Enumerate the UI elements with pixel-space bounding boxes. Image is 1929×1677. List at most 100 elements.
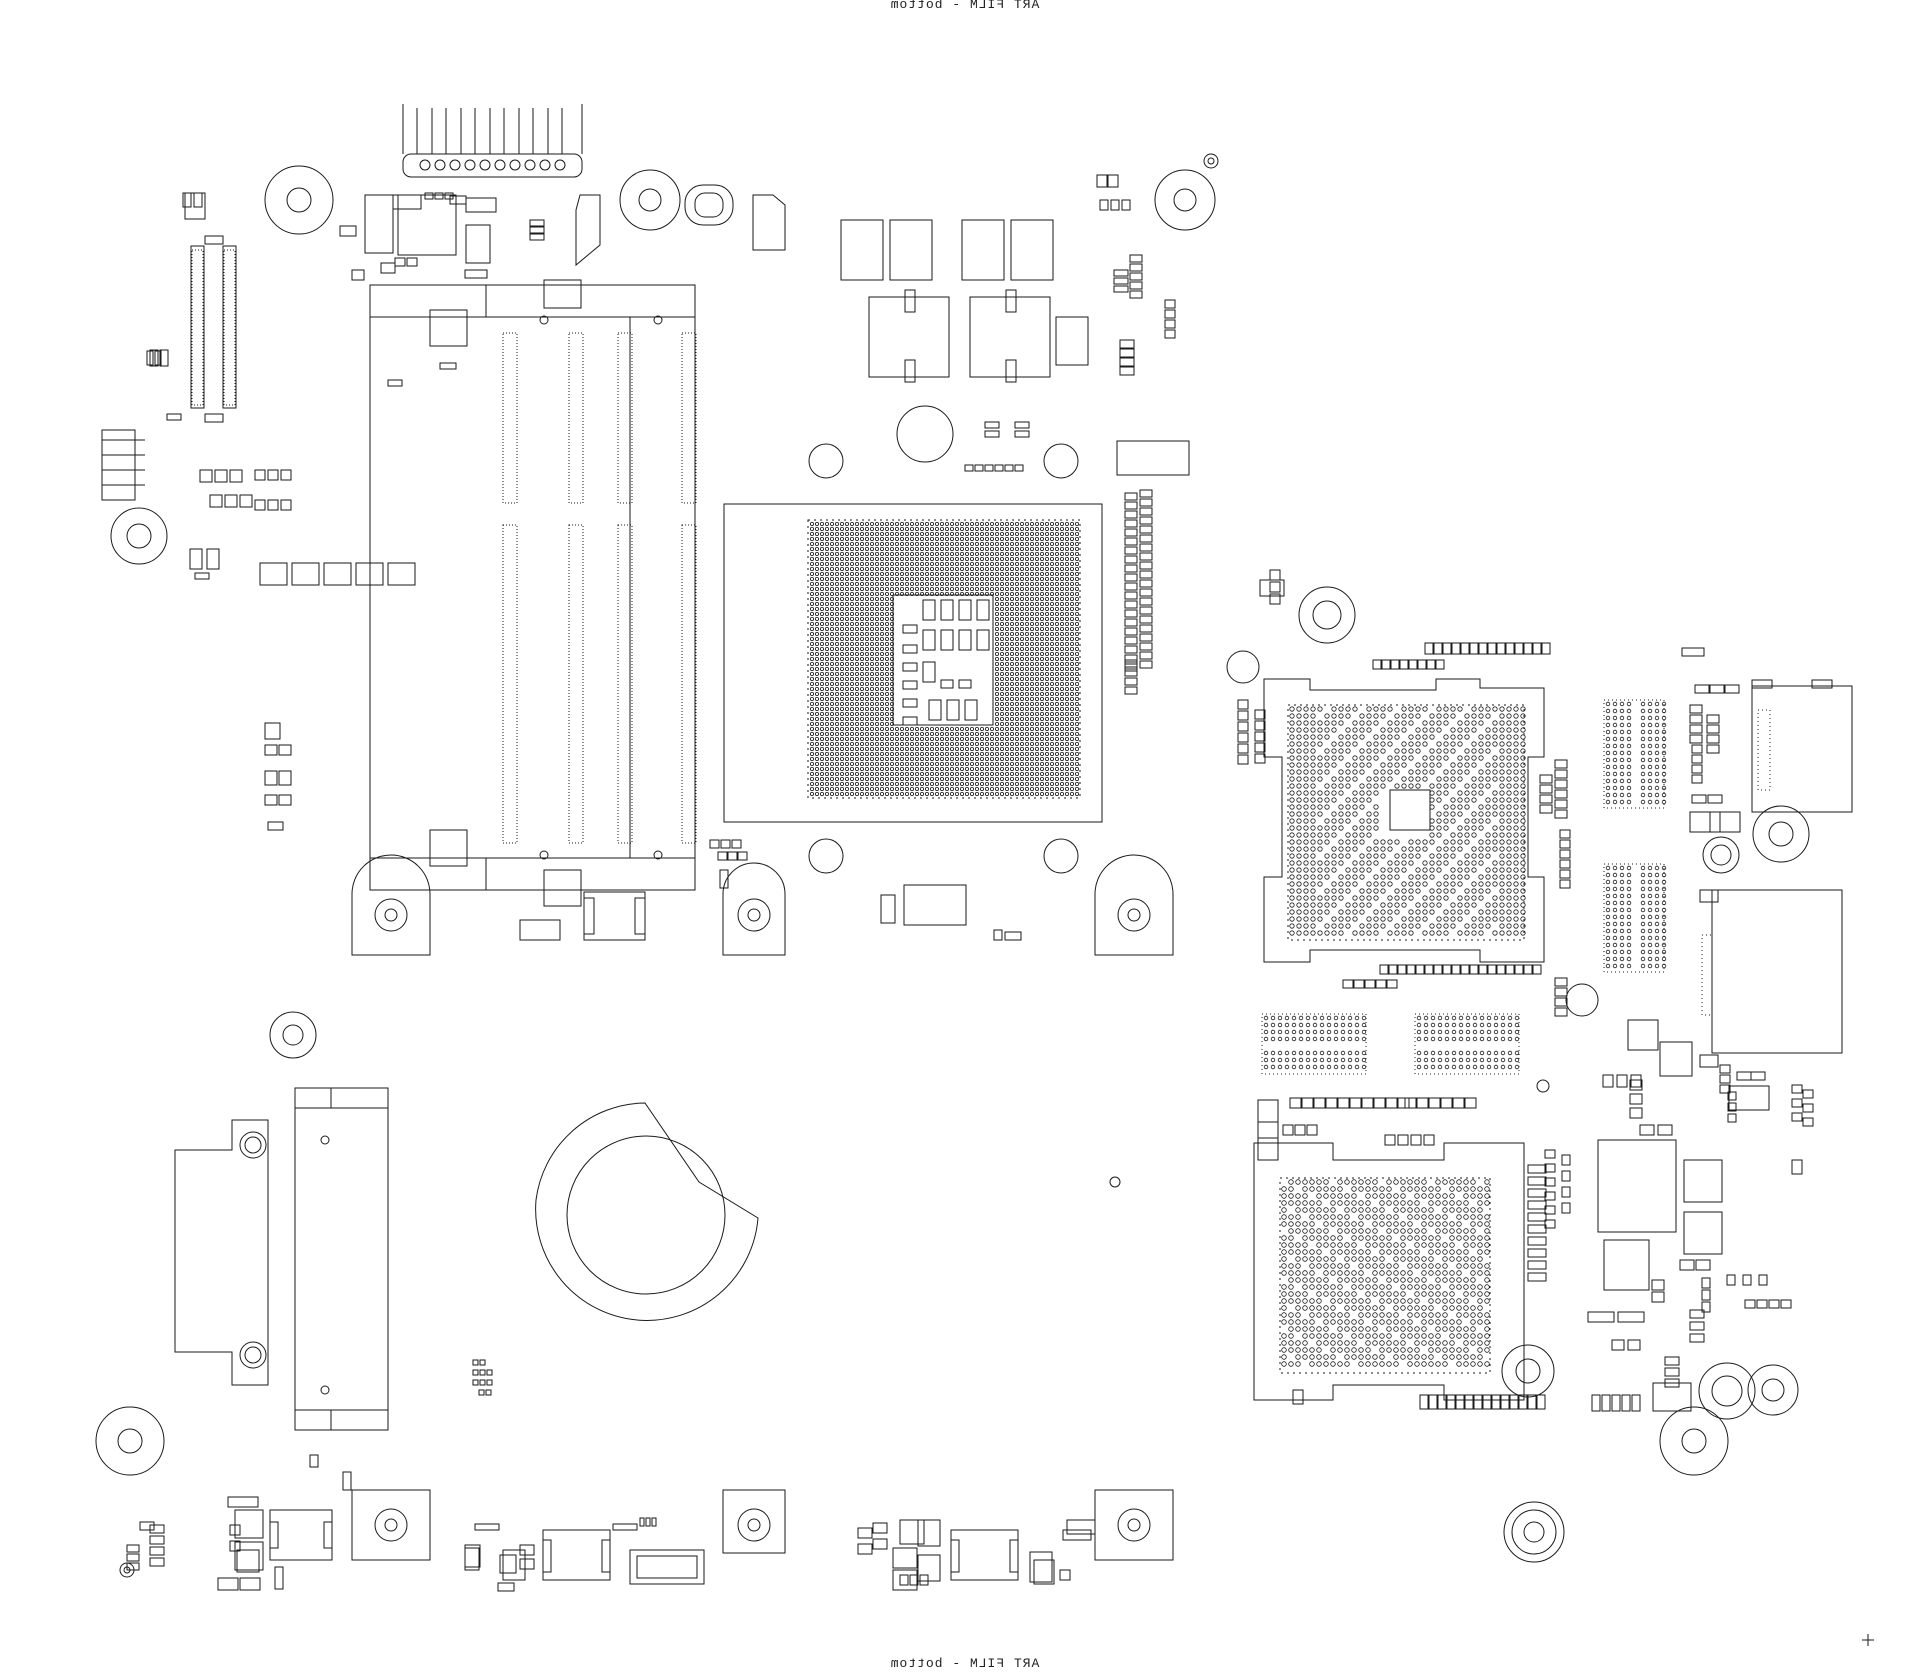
smd-part — [1270, 570, 1280, 580]
smd-part — [265, 795, 277, 805]
smd-part — [1665, 1357, 1679, 1365]
smd-part — [1540, 775, 1552, 783]
smd-part — [1465, 1098, 1476, 1108]
smd-part — [1555, 790, 1567, 798]
smd-part — [255, 500, 265, 510]
smd-part — [1398, 1135, 1408, 1145]
smd-part — [1125, 511, 1137, 518]
smd-part — [1125, 502, 1137, 509]
smd-part — [1400, 660, 1408, 669]
smd-part — [1140, 643, 1152, 650]
smd-part — [1528, 1261, 1546, 1269]
smd-part — [520, 1559, 534, 1569]
smd-part — [1803, 1118, 1813, 1126]
smd-part — [1338, 1098, 1349, 1108]
smd-part — [1743, 1275, 1751, 1285]
smd-part — [381, 263, 395, 273]
smd-part — [1125, 687, 1137, 694]
smd-part — [1365, 980, 1375, 988]
smd-part — [893, 1548, 917, 1568]
smd-part — [1560, 850, 1570, 858]
smd-part — [1314, 1098, 1325, 1108]
smd-part — [324, 563, 351, 585]
smd-part — [260, 563, 287, 585]
smd-part — [1690, 812, 1720, 832]
smd-part — [279, 745, 291, 755]
smd-part — [1100, 200, 1108, 210]
smd-part — [1130, 291, 1142, 298]
smd-part — [1528, 1201, 1546, 1209]
smd-part — [1418, 660, 1426, 669]
smd-part — [1497, 643, 1505, 654]
mounting-holes — [96, 154, 1809, 1577]
smd-part — [1751, 1072, 1765, 1080]
smd-part — [1140, 625, 1152, 632]
smd-part — [1555, 780, 1567, 788]
smd-part — [1560, 880, 1570, 888]
smd-part — [1690, 725, 1702, 733]
smd-part — [652, 1518, 656, 1526]
smd-part — [473, 1370, 478, 1375]
smd-part — [1140, 508, 1152, 515]
smd-part — [1488, 643, 1496, 654]
smd-part — [1343, 980, 1353, 988]
smd-part — [1540, 795, 1552, 803]
smd-part — [893, 1570, 917, 1590]
smd-part — [1270, 582, 1280, 592]
smd-part — [268, 500, 278, 510]
smd-part — [1130, 282, 1142, 289]
smd-part — [275, 1567, 283, 1589]
smd-part — [1524, 965, 1532, 974]
smd-part — [1528, 1177, 1546, 1185]
smd-part — [1140, 571, 1152, 578]
smd-part — [1479, 965, 1487, 974]
smd-part — [1461, 965, 1469, 974]
smd-part — [1652, 1292, 1664, 1302]
smd-part — [1542, 643, 1550, 654]
smd-part — [1125, 574, 1137, 581]
smd-part — [127, 1545, 139, 1552]
smd-part — [1555, 800, 1567, 808]
smd-part — [265, 745, 277, 755]
smd-part — [1140, 589, 1152, 596]
smd-part — [1461, 643, 1469, 654]
smd-part — [1125, 628, 1137, 635]
memory-socket — [370, 280, 696, 906]
smd-part — [1630, 1094, 1642, 1104]
smd-part — [1707, 715, 1719, 723]
smd-part — [190, 549, 202, 569]
smd-part — [1409, 660, 1417, 669]
smd-part — [480, 1370, 485, 1375]
smd-part — [140, 1522, 154, 1530]
smd-part — [1692, 795, 1706, 803]
smd-part — [1125, 547, 1137, 554]
smd-part — [473, 1360, 478, 1365]
smd-part — [1120, 358, 1134, 366]
smd-part — [1165, 320, 1175, 328]
smd-part — [1238, 744, 1248, 753]
smd-part — [1528, 1249, 1546, 1257]
smd-part — [1424, 1135, 1434, 1145]
smd-part — [440, 363, 456, 369]
smd-part — [1398, 965, 1406, 974]
smd-part — [1640, 1125, 1654, 1135]
smd-part — [1125, 669, 1137, 676]
smd-part — [1373, 660, 1381, 669]
smd-part — [1005, 932, 1021, 940]
smd-part — [1443, 643, 1451, 654]
smd-part — [1125, 565, 1137, 572]
smd-part — [1555, 1008, 1567, 1016]
smd-part — [1238, 711, 1248, 720]
smd-part — [1603, 1075, 1613, 1087]
smd-part — [1427, 660, 1435, 669]
smd-part — [1708, 795, 1722, 803]
smd-part — [1125, 556, 1137, 563]
smd-part — [500, 1555, 516, 1573]
smd-part — [1238, 700, 1248, 709]
smd-part — [1540, 785, 1552, 793]
smd-part — [1707, 725, 1719, 733]
smd-part — [352, 270, 364, 280]
smd-part — [1411, 1135, 1421, 1145]
smd-part — [265, 771, 277, 785]
